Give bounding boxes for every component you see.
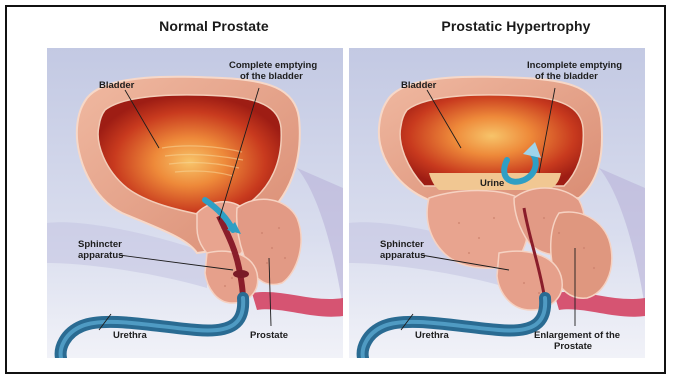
label-emptying-line2: of the bladder (240, 71, 303, 82)
label-prostate: Prostate (250, 330, 288, 341)
label-sphincter-line1: Sphincter (78, 239, 122, 250)
label-enlargement-line2: Prostate (554, 341, 592, 352)
title-prostatic-hypertrophy: Prostatic Hypertrophy (396, 18, 636, 34)
hypertrophy-illustration: Bladder Incomplete emptying of the bladd… (349, 48, 645, 358)
label-emptying-line1: Complete emptying (229, 60, 317, 71)
panel-prostatic-hypertrophy: Bladder Incomplete emptying of the bladd… (349, 48, 645, 358)
panel-normal-prostate: Bladder Complete emptying of the bladder… (47, 48, 343, 358)
label-urethra: Urethra (113, 330, 148, 341)
sphincter (233, 270, 249, 278)
label-emptying-line1: Incomplete emptying (527, 60, 622, 71)
label-sphincter-line1: Sphincter (380, 239, 424, 250)
label-bladder: Bladder (401, 80, 437, 91)
label-bladder: Bladder (99, 80, 135, 91)
bladder-cavity (400, 95, 583, 186)
normal-prostate-illustration: Bladder Complete emptying of the bladder… (47, 48, 343, 358)
label-sphincter-line2: apparatus (380, 250, 425, 261)
title-normal-prostate: Normal Prostate (94, 18, 334, 34)
label-urine: Urine (480, 178, 504, 189)
label-urethra: Urethra (415, 330, 450, 341)
label-enlargement-line1: Enlargement of the (534, 330, 620, 341)
label-emptying-line2: of the bladder (535, 71, 598, 82)
label-sphincter-line2: apparatus (78, 250, 123, 261)
